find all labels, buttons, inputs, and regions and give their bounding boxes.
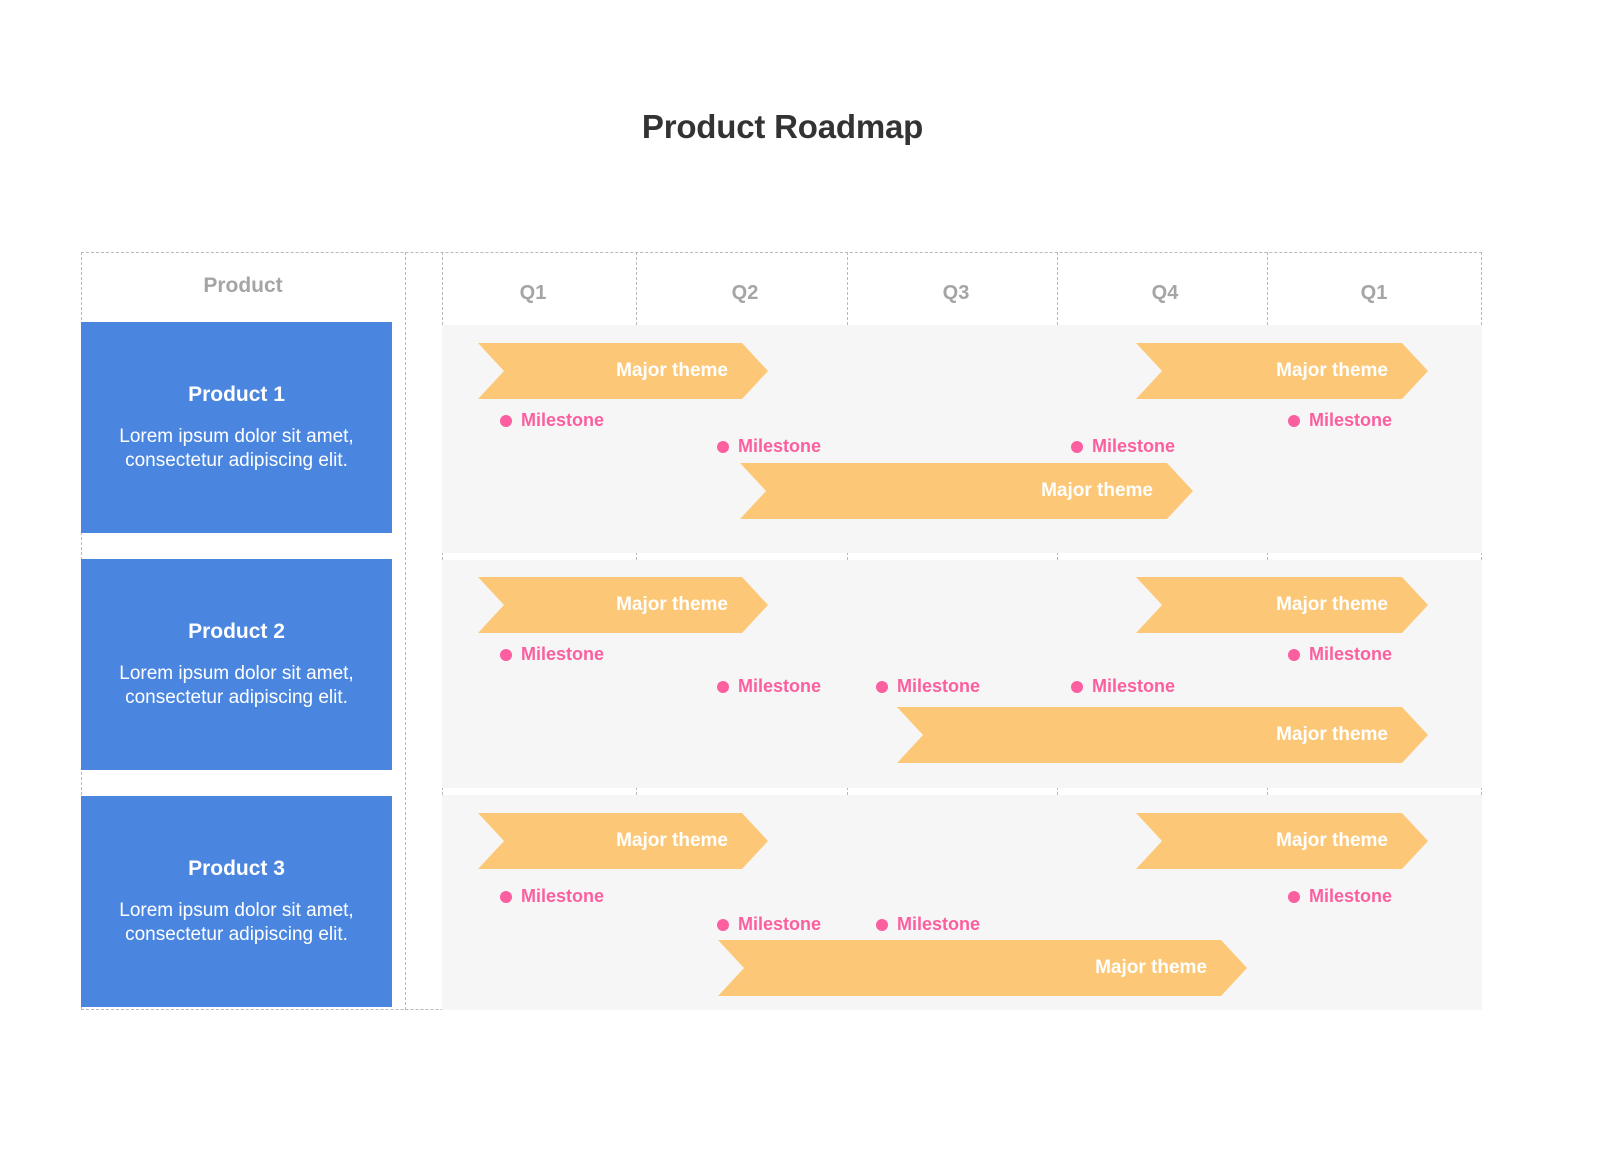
- column-header-product: Product: [203, 274, 283, 297]
- milestone-marker[interactable]: Milestone: [876, 914, 980, 935]
- milestone-dot-icon: [1288, 648, 1300, 661]
- milestone-dot-icon: [500, 890, 512, 903]
- milestone-dot-icon: [717, 440, 729, 453]
- milestone-marker[interactable]: Milestone: [876, 676, 980, 697]
- theme-bar-label: Major theme: [616, 360, 728, 381]
- product-card-title: Product 2: [188, 620, 285, 644]
- milestone-label: Milestone: [1092, 436, 1176, 456]
- theme-bar-label: Major theme: [1276, 360, 1388, 381]
- milestone-label: Milestone: [521, 886, 605, 906]
- milestone-marker[interactable]: Milestone: [1071, 436, 1175, 457]
- product-card-title: Product 1: [188, 383, 285, 407]
- product-card-description: Lorem ipsum dolor sit amet, consectetur …: [119, 900, 354, 945]
- product-card-description: Lorem ipsum dolor sit amet, consectetur …: [119, 663, 354, 708]
- milestone-marker[interactable]: Milestone: [1071, 676, 1175, 697]
- theme-bar[interactable]: Major theme: [718, 940, 1247, 996]
- milestone-label: Milestone: [1309, 644, 1393, 664]
- theme-bar[interactable]: Major theme: [1136, 813, 1428, 869]
- milestone-label: Milestone: [1092, 676, 1176, 696]
- quarter-label: Q4: [1151, 282, 1179, 304]
- milestone-marker[interactable]: Milestone: [717, 676, 821, 697]
- theme-bar-label: Major theme: [1276, 830, 1388, 851]
- milestone-marker[interactable]: Milestone: [500, 886, 604, 907]
- milestone-label: Milestone: [1309, 410, 1393, 430]
- milestone-marker[interactable]: Milestone: [717, 914, 821, 935]
- theme-bar-label: Major theme: [616, 830, 728, 851]
- milestone-marker[interactable]: Milestone: [717, 436, 821, 457]
- milestone-dot-icon: [1071, 680, 1083, 693]
- theme-bar-label: Major theme: [616, 594, 728, 615]
- product-card[interactable]: Product 2 Lorem ipsum dolor sit amet, con…: [81, 559, 392, 770]
- milestone-dot-icon: [500, 414, 512, 427]
- milestone-dot-icon: [876, 680, 888, 693]
- milestone-label: Milestone: [897, 914, 981, 934]
- theme-bar-label: Major theme: [1276, 724, 1388, 745]
- theme-bar[interactable]: Major theme: [897, 707, 1428, 763]
- page-title: Product Roadmap: [641, 108, 924, 145]
- product-card[interactable]: Product 3 Lorem ipsum dolor sit amet, con…: [81, 796, 392, 1007]
- theme-bar[interactable]: Major theme: [478, 577, 768, 633]
- theme-bar[interactable]: Major theme: [478, 343, 768, 399]
- product-card[interactable]: Product 1 Lorem ipsum dolor sit amet, con…: [81, 322, 392, 533]
- milestone-marker[interactable]: Milestone: [1288, 410, 1392, 431]
- milestone-marker[interactable]: Milestone: [500, 644, 604, 665]
- milestone-label: Milestone: [897, 676, 981, 696]
- milestone-dot-icon: [717, 680, 729, 693]
- milestone-label: Milestone: [738, 676, 822, 696]
- milestone-dot-icon: [876, 918, 888, 931]
- milestone-label: Milestone: [1309, 886, 1393, 906]
- product-card-title: Product 3: [188, 857, 285, 881]
- theme-bar-label: Major theme: [1095, 957, 1207, 978]
- theme-bar[interactable]: Major theme: [1136, 343, 1428, 399]
- theme-bar[interactable]: Major theme: [740, 463, 1193, 519]
- theme-bar-label: Major theme: [1276, 594, 1388, 615]
- milestone-label: Milestone: [738, 914, 822, 934]
- milestone-marker[interactable]: Milestone: [1288, 644, 1392, 665]
- milestone-label: Milestone: [738, 436, 822, 456]
- milestone-dot-icon: [500, 648, 512, 661]
- theme-bar[interactable]: Major theme: [1136, 577, 1428, 633]
- gridline-0: [405, 252, 406, 1010]
- milestone-marker[interactable]: Milestone: [500, 410, 604, 431]
- milestone-label: Milestone: [521, 644, 605, 664]
- milestone-dot-icon: [1288, 890, 1300, 903]
- quarter-label: Q3: [942, 282, 970, 304]
- quarter-label: Q2: [731, 282, 759, 304]
- quarter-label: Q1: [1360, 282, 1388, 304]
- theme-bar-label: Major theme: [1041, 480, 1153, 501]
- milestone-dot-icon: [1288, 414, 1300, 427]
- quarter-label: Q1: [519, 282, 547, 304]
- milestone-label: Milestone: [521, 410, 605, 430]
- theme-bar[interactable]: Major theme: [478, 813, 768, 869]
- milestone-dot-icon: [1071, 440, 1083, 453]
- milestone-marker[interactable]: Milestone: [1288, 886, 1392, 907]
- milestone-dot-icon: [717, 918, 729, 931]
- product-card-description: Lorem ipsum dolor sit amet, consectetur …: [119, 426, 354, 471]
